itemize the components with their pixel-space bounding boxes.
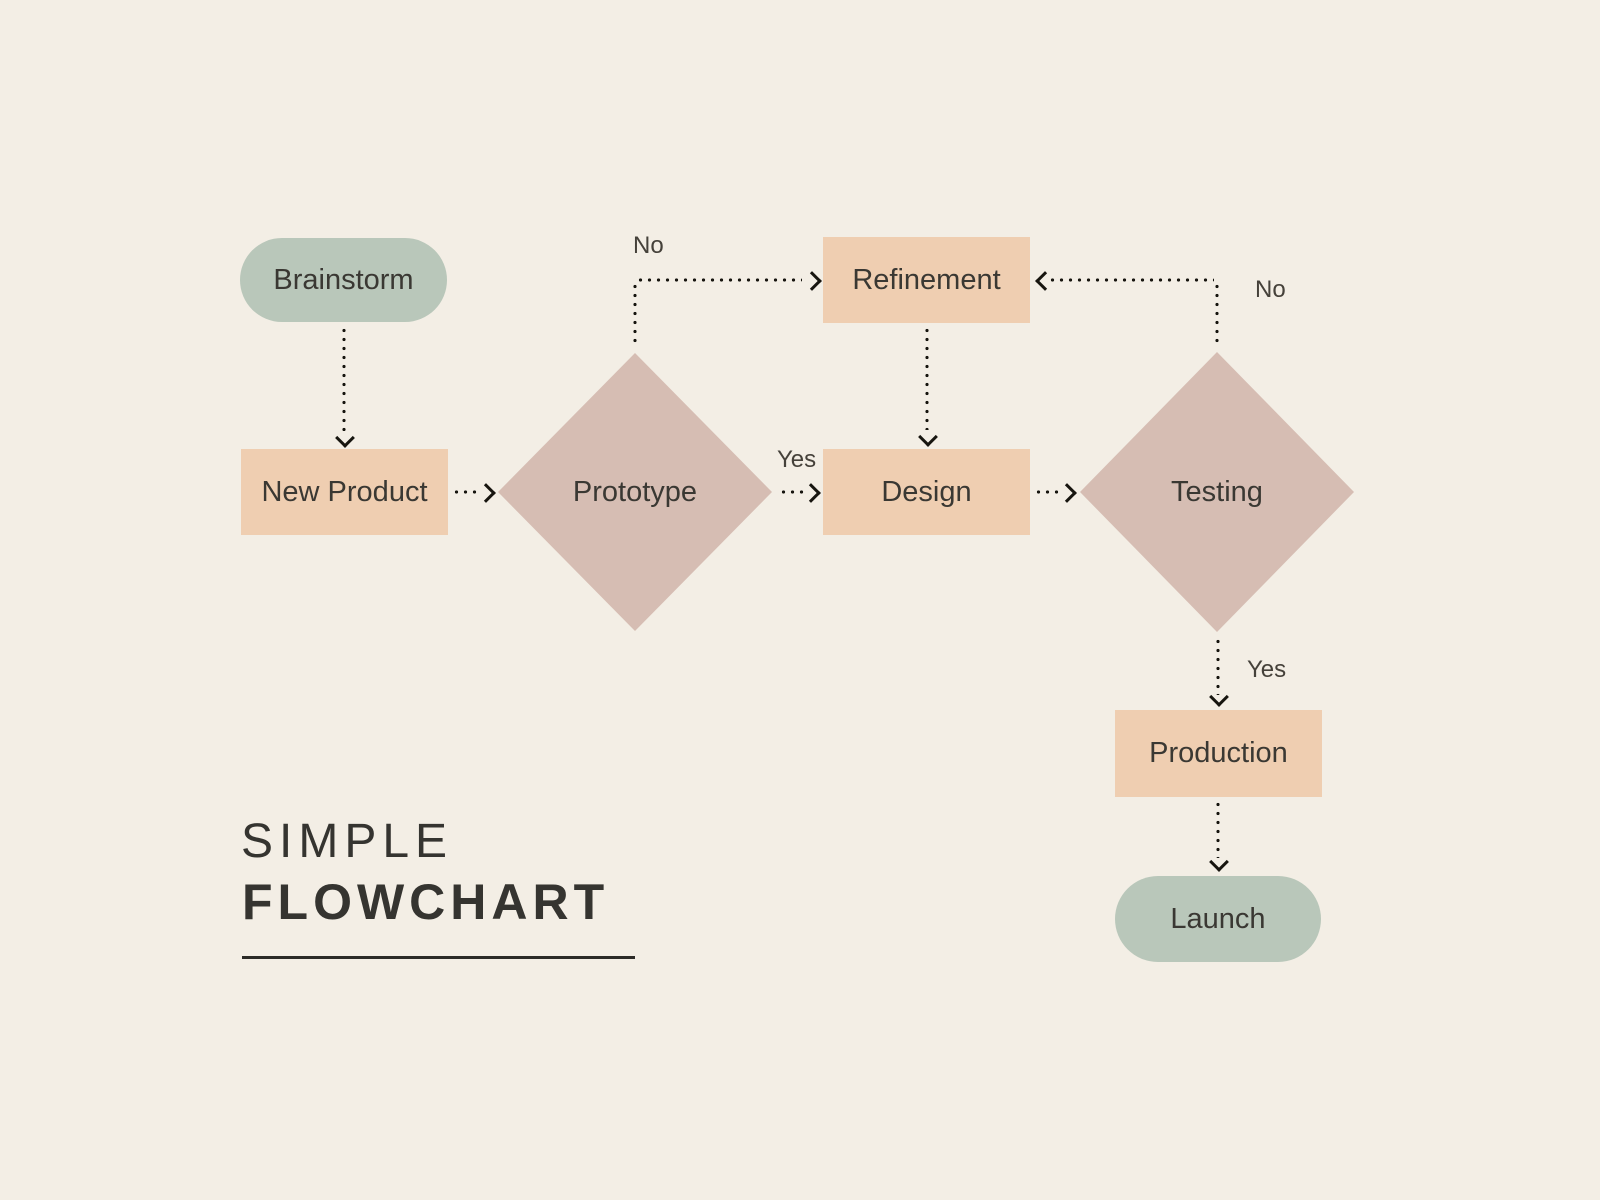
node-design-label: Design: [881, 475, 972, 508]
node-design: Design: [823, 449, 1030, 535]
node-testing: Testing: [1080, 352, 1354, 632]
edge-production-to-launch-line: [1216, 800, 1220, 858]
edge-production-to-launch-arrowhead-icon: [1209, 852, 1229, 872]
edge-design-to-testing-line: [1034, 490, 1061, 494]
node-refinement-label: Refinement: [852, 263, 1001, 296]
edge-brainstorm-to-new-product-arrowhead-icon: [335, 428, 355, 448]
edge-prototype-to-refinement-arrowhead-icon: [802, 271, 822, 291]
edge-new-product-to-prototype-line: [452, 490, 480, 494]
edge-testing-to-production-label: Yes: [1247, 656, 1287, 683]
edge-refinement-to-design-line: [925, 326, 929, 430]
edge-testing-to-production-arrowhead-icon: [1209, 687, 1229, 707]
edge-testing-to-refinement-line-vertical: [1215, 282, 1219, 346]
node-launch: Launch: [1115, 876, 1321, 962]
edge-testing-to-refinement-line-horizontal: [1048, 278, 1214, 282]
node-production-label: Production: [1149, 737, 1288, 769]
edge-design-to-testing-arrowhead-icon: [1057, 483, 1077, 503]
edge-testing-to-refinement-arrowhead-icon: [1035, 271, 1055, 291]
edge-brainstorm-to-new-product-line: [342, 326, 346, 431]
edge-new-product-to-prototype-arrowhead-icon: [476, 483, 496, 503]
node-refinement: Refinement: [823, 237, 1030, 323]
title-underline: [242, 956, 635, 959]
edge-refinement-to-design-arrowhead-icon: [918, 427, 938, 447]
node-prototype-label: Prototype: [572, 475, 698, 508]
edge-prototype-to-design-line: [779, 490, 805, 494]
edge-prototype-to-refinement-line-vertical: [633, 282, 637, 346]
node-brainstorm: Brainstorm: [240, 238, 447, 322]
node-new-product: New Product: [241, 449, 448, 535]
edge-testing-to-production-line: [1216, 637, 1220, 695]
title-line-1: SIMPLE: [241, 815, 454, 868]
edge-prototype-to-design-label: Yes: [777, 446, 817, 473]
title-line-2: FLOWCHART: [242, 874, 610, 930]
edge-prototype-to-refinement-line-horizontal: [636, 278, 802, 282]
node-production: Production: [1115, 710, 1322, 797]
node-testing-label: Testing: [1171, 475, 1263, 508]
node-brainstorm-label: Brainstorm: [273, 263, 414, 296]
node-new-product-label: New Product: [261, 475, 428, 508]
edge-prototype-to-design-arrowhead-icon: [801, 483, 821, 503]
edge-testing-to-refinement-label: No: [1255, 276, 1286, 303]
edge-prototype-to-refinement-label: No: [633, 232, 664, 259]
node-launch-label: Launch: [1170, 902, 1266, 935]
node-prototype: Prototype: [498, 353, 772, 631]
